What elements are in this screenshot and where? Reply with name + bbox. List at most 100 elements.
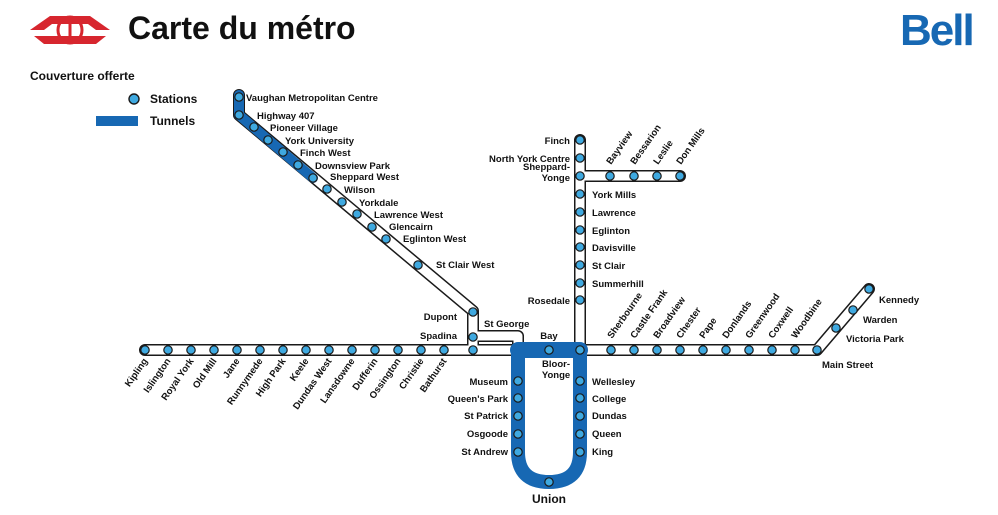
station-label-wellesley: Wellesley: [592, 377, 636, 388]
station-marker-bayview[interactable]: [605, 171, 615, 181]
station-marker-dupont[interactable]: [468, 307, 478, 317]
station-label-pioneer: Pioneer Village: [270, 123, 338, 134]
station-marker-eglinton[interactable]: [575, 225, 585, 235]
station-label-nyc: North York Centre: [489, 154, 570, 165]
station-label-bay: Bay: [540, 331, 558, 342]
ttc-logo-icon: [30, 15, 110, 45]
station-marker-kipling[interactable]: [140, 345, 150, 355]
station-marker-broadview[interactable]: [652, 345, 662, 355]
station-marker-keele[interactable]: [301, 345, 311, 355]
station-marker-bathurst[interactable]: [439, 345, 449, 355]
station-marker-yorkdale[interactable]: [337, 197, 347, 207]
legend-title: Couverture offerte: [30, 69, 135, 83]
station-label-dupont: Dupont: [424, 312, 458, 323]
station-marker-nyc[interactable]: [575, 153, 585, 163]
station-marker-lawrence[interactable]: [575, 207, 585, 217]
station-marker-bessarion[interactable]: [629, 171, 639, 181]
station-marker-kennedy[interactable]: [864, 284, 874, 294]
station-label-stgeorge: St George: [484, 319, 529, 330]
station-marker-donlands[interactable]: [721, 345, 731, 355]
station-marker-stclair[interactable]: [575, 260, 585, 270]
station-marker-royalyork[interactable]: [186, 345, 196, 355]
station-label-keele: Keele: [288, 356, 312, 383]
station-marker-finchw[interactable]: [278, 147, 288, 157]
station-marker-jane[interactable]: [232, 345, 242, 355]
station-marker-yorkmills[interactable]: [575, 189, 585, 199]
station-marker-summerhill[interactable]: [575, 278, 585, 288]
station-marker-bay[interactable]: [544, 345, 554, 355]
station-label-lawrencew: Lawrence West: [374, 210, 444, 221]
station-marker-donmills[interactable]: [675, 171, 685, 181]
station-marker-greenwood[interactable]: [744, 345, 754, 355]
station-marker-spadina[interactable]: [468, 332, 478, 342]
page-title: Carte du métro: [128, 10, 356, 46]
station-marker-yorku[interactable]: [263, 135, 273, 145]
station-label-queenspark: Queen's Park: [448, 394, 509, 405]
station-label-kennedy: Kennedy: [879, 295, 920, 306]
station-marker-dufferin[interactable]: [370, 345, 380, 355]
station-label-donmills: Don Mills: [674, 126, 707, 167]
station-marker-stgeorge[interactable]: [468, 345, 478, 355]
station-marker-islington[interactable]: [163, 345, 173, 355]
station-label-lawrence: Lawrence: [592, 208, 636, 219]
station-marker-lawrencew[interactable]: [352, 209, 362, 219]
station-marker-dundasw[interactable]: [324, 345, 334, 355]
station-marker-wellesley[interactable]: [575, 376, 585, 386]
station-marker-downsview[interactable]: [293, 160, 303, 170]
station-marker-standrew[interactable]: [513, 447, 523, 457]
station-marker-glencairn[interactable]: [367, 222, 377, 232]
station-marker-sheppardyonge[interactable]: [575, 171, 585, 181]
station-marker-rosedale[interactable]: [575, 295, 585, 305]
station-label-stclair: St Clair: [592, 261, 626, 272]
station-label-wilson: Wilson: [344, 185, 375, 196]
station-marker-woodbine[interactable]: [790, 345, 800, 355]
station-marker-leslie[interactable]: [652, 171, 662, 181]
station-marker-eglintonw[interactable]: [381, 234, 391, 244]
station-marker-museum[interactable]: [513, 376, 523, 386]
station-label-glencairn: Glencairn: [389, 222, 433, 233]
station-label-davisville: Davisville: [592, 243, 636, 254]
station-marker-hwy407[interactable]: [234, 110, 244, 120]
station-marker-davisville[interactable]: [575, 242, 585, 252]
station-marker-union[interactable]: [544, 477, 554, 487]
station-label-oldmill: Old Mill: [191, 356, 220, 390]
station-label-yorkdale: Yorkdale: [359, 198, 398, 209]
station-marker-king[interactable]: [575, 447, 585, 457]
station-marker-lansdowne[interactable]: [347, 345, 357, 355]
station-marker-pape[interactable]: [698, 345, 708, 355]
station-marker-pioneer[interactable]: [249, 122, 259, 132]
station-marker-mainstreet[interactable]: [812, 345, 822, 355]
station-marker-runnymede[interactable]: [255, 345, 265, 355]
station-marker-highpark[interactable]: [278, 345, 288, 355]
station-label-yorkmills: York Mills: [592, 190, 636, 201]
station-label-finch: Finch: [545, 136, 571, 147]
station-marker-sherbourne[interactable]: [606, 345, 616, 355]
station-marker-christie[interactable]: [416, 345, 426, 355]
station-marker-stpatrick[interactable]: [513, 411, 523, 421]
station-marker-bloor[interactable]: [575, 345, 585, 355]
station-marker-sheppardw[interactable]: [308, 173, 318, 183]
station-marker-stclairw[interactable]: [413, 260, 423, 270]
station-marker-oldmill[interactable]: [209, 345, 219, 355]
station-label-standrew: St Andrew: [461, 447, 508, 458]
station-marker-osgoode[interactable]: [513, 429, 523, 439]
station-label-eglintonw: Eglinton West: [403, 234, 467, 245]
station-label-stpatrick: St Patrick: [464, 411, 509, 422]
station-marker-victoriapark[interactable]: [831, 323, 841, 333]
station-marker-dundas[interactable]: [575, 411, 585, 421]
station-marker-finch[interactable]: [575, 135, 585, 145]
station-marker-queen[interactable]: [575, 429, 585, 439]
station-marker-wilson[interactable]: [322, 184, 332, 194]
station-marker-college[interactable]: [575, 393, 585, 403]
station-marker-ossington[interactable]: [393, 345, 403, 355]
station-marker-chester[interactable]: [675, 345, 685, 355]
station-label-mainstreet: Main Street: [822, 360, 874, 371]
station-marker-castlefrank[interactable]: [629, 345, 639, 355]
station-marker-coxwell[interactable]: [767, 345, 777, 355]
station-label-eglinton: Eglinton: [592, 226, 630, 237]
station-marker-vmc[interactable]: [234, 92, 244, 102]
legend-stations-label: Stations: [150, 92, 198, 106]
station-marker-warden[interactable]: [848, 305, 858, 315]
station-marker-queenspark[interactable]: [513, 393, 523, 403]
